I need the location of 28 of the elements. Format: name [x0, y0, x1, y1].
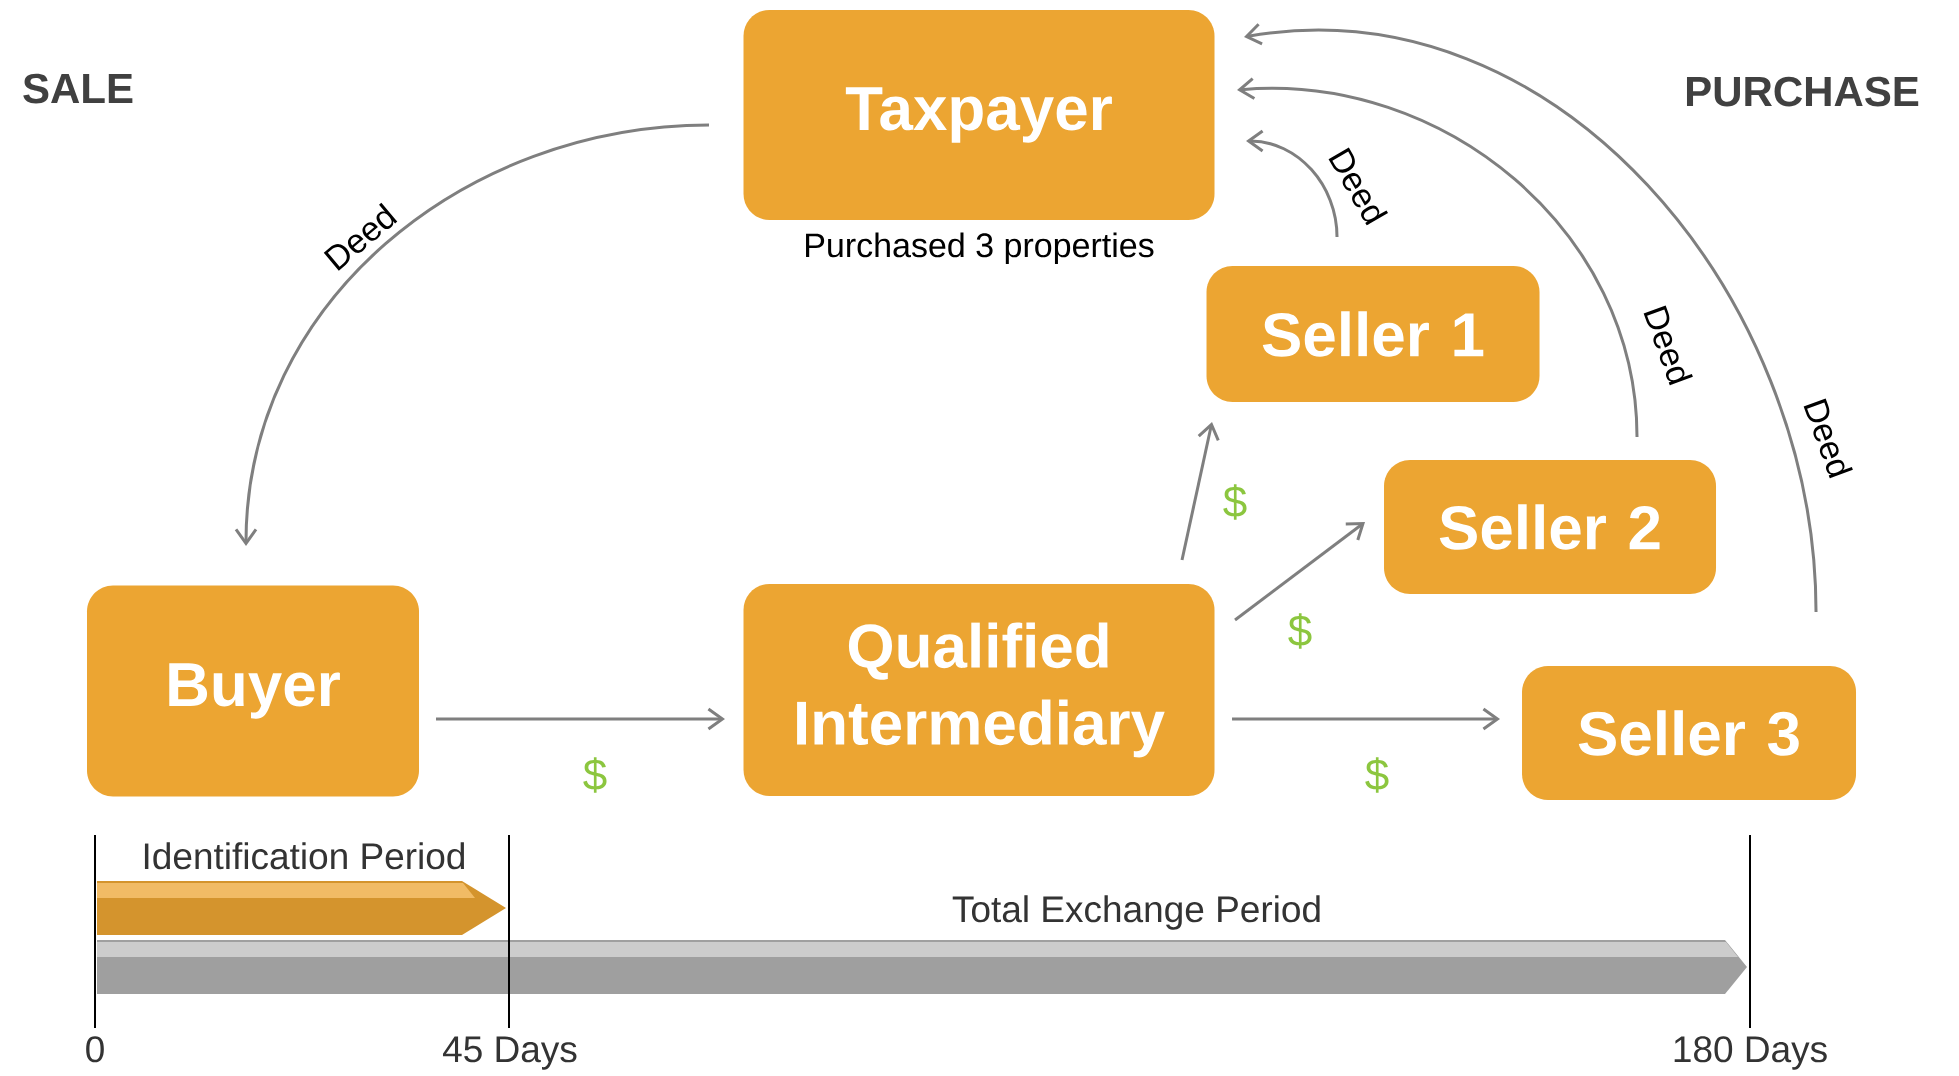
period-label: Total Exchange Period [952, 895, 1320, 930]
arrow [1244, 23, 1818, 613]
edge-label: $ [1365, 757, 1389, 793]
day-label: 180 Days [1674, 1036, 1827, 1070]
arrow [1180, 422, 1220, 561]
process-box: Qualified Intermediary [743, 584, 1215, 796]
arrow [1232, 707, 1501, 731]
process-box: Seller 2 [1384, 460, 1716, 594]
arrow [1246, 129, 1339, 238]
section-heading: SALE [23, 73, 133, 104]
arrow [1237, 77, 1639, 438]
day-label: 45 Days [443, 1036, 577, 1070]
arrow [234, 123, 710, 546]
edge-label: Deed [1803, 398, 1853, 479]
edge-label: $ [1223, 484, 1247, 520]
edge-label: $ [1288, 613, 1312, 649]
process-box: Buyer [87, 585, 419, 797]
process-box: Taxpayer [743, 10, 1215, 220]
arrow [436, 707, 725, 731]
section-heading: PURCHASE [1687, 76, 1919, 107]
process-box: Seller 3 [1522, 666, 1856, 800]
arrow [1234, 522, 1366, 622]
edge-label: Deed [1643, 305, 1693, 386]
node-caption: Purchased 3 properties [806, 232, 1154, 265]
process-box: Seller 1 [1206, 266, 1540, 402]
edge-label: $ [583, 757, 607, 793]
period-label: Identification Period [144, 842, 465, 870]
day-label: 0 [86, 1036, 104, 1063]
